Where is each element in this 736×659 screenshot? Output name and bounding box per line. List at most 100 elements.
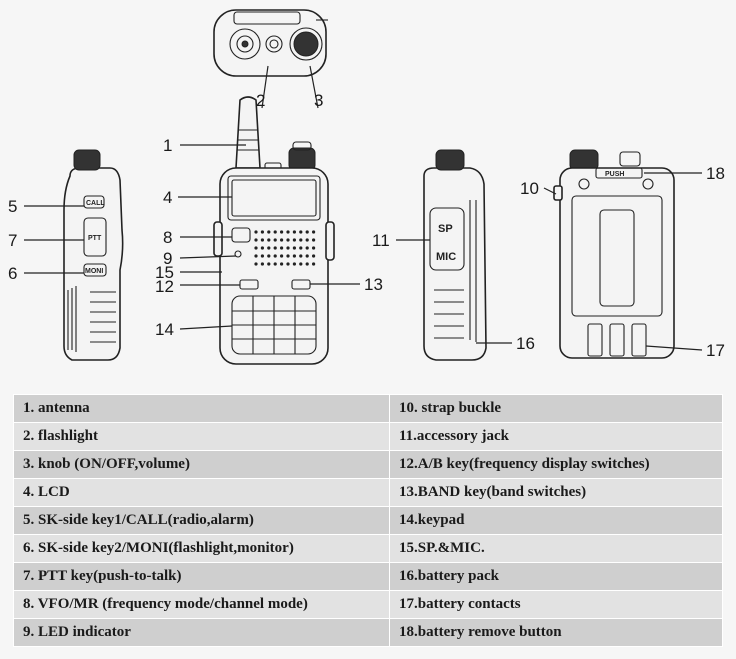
grille-dot [305, 246, 309, 250]
callout-14: 14 [155, 320, 174, 339]
grille-dot [260, 238, 264, 242]
radio-back-view: PUSH [553, 149, 675, 359]
grille-dot [267, 246, 271, 250]
radio-left-side-view: CALL PTT MONI [63, 149, 124, 361]
grille-dot [280, 262, 284, 266]
legend-item: 11.accessory jack [389, 422, 723, 451]
grille-dot [267, 238, 271, 242]
speaker-grille [254, 230, 316, 266]
grille-dot [299, 238, 303, 242]
grille-dot [267, 254, 271, 258]
legend-item: 16.battery pack [389, 562, 723, 591]
callout-2: 2 [256, 91, 265, 110]
callout-16: 16 [516, 334, 535, 353]
grille-dot [305, 230, 309, 234]
grille-dot [312, 238, 316, 242]
moni-key-label: MONI [85, 268, 103, 275]
callout-11: 11 [372, 231, 390, 250]
legend-item: 3. knob (ON/OFF,volume) [13, 450, 390, 479]
grille-dot [292, 230, 296, 234]
mic-jack-label: MIC [436, 251, 456, 263]
grille-dot [312, 246, 316, 250]
grille-dot [299, 246, 303, 250]
grille-dot [273, 254, 277, 258]
grille-dot [286, 238, 290, 242]
legend-item: 18.battery remove button [389, 618, 723, 647]
sp-jack-label: SP [438, 223, 453, 235]
grille-dot [286, 230, 290, 234]
callout-6: 6 [8, 264, 17, 283]
call-key-label: CALL [86, 200, 105, 207]
grille-dot [254, 230, 258, 234]
grille-dot [260, 246, 264, 250]
grille-dot [273, 238, 277, 242]
callout-1: 1 [163, 136, 172, 155]
legend-item: 13.BAND key(band switches) [389, 478, 723, 507]
grille-dot [299, 254, 303, 258]
legend-row: 8. VFO/MR (frequency mode/channel mode)1… [13, 590, 723, 619]
grille-dot [254, 246, 258, 250]
legend-item: 9. LED indicator [13, 618, 390, 647]
grille-dot [305, 238, 309, 242]
callout-12: 12 [155, 277, 174, 296]
grille-dot [292, 246, 296, 250]
grille-dot [280, 254, 284, 258]
legend-item: 17.battery contacts [389, 590, 723, 619]
legend-item: 14.keypad [389, 506, 723, 535]
radio-parts-diagram: CALL PTT MONI SP MIC PUSH [8, 9, 725, 365]
callout-13: 13 [364, 275, 383, 294]
legend-row: 3. knob (ON/OFF,volume)12.A/B key(freque… [13, 450, 723, 479]
grille-dot [286, 262, 290, 266]
grille-dot [273, 246, 277, 250]
legend-row: 6. SK-side key2/MONI(flashlight,monitor)… [13, 534, 723, 563]
grille-dot [254, 254, 258, 258]
grille-dot [267, 230, 271, 234]
radio-right-side-view: SP MIC [423, 149, 487, 361]
callout-numbers: 2 3 1 4 5 7 6 8 9 15 12 13 14 11 16 10 1… [8, 91, 725, 360]
grille-dot [273, 230, 277, 234]
ptt-key-label: PTT [88, 235, 102, 242]
grille-dot [312, 262, 316, 266]
grille-dot [299, 230, 303, 234]
grille-dot [260, 254, 264, 258]
grille-dot [260, 262, 264, 266]
grille-dot [292, 262, 296, 266]
radio-front-view [213, 96, 335, 365]
callout-5: 5 [8, 197, 17, 216]
callout-17: 17 [706, 341, 725, 360]
grille-dot [273, 262, 277, 266]
legend-item: 5. SK-side key1/CALL(radio,alarm) [13, 506, 390, 535]
callout-10: 10 [520, 179, 539, 198]
legend-item: 10. strap buckle [389, 394, 723, 423]
grille-dot [280, 246, 284, 250]
grille-dot [254, 238, 258, 242]
legend-item: 4. LCD [13, 478, 390, 507]
radio-top-view [213, 9, 328, 77]
grille-dot [299, 262, 303, 266]
callout-8: 8 [163, 228, 172, 247]
grille-dot [305, 254, 309, 258]
grille-dot [280, 230, 284, 234]
legend-item: 6. SK-side key2/MONI(flashlight,monitor) [13, 534, 390, 563]
legend-item: 8. VFO/MR (frequency mode/channel mode) [13, 590, 390, 619]
legend-item: 2. flashlight [13, 422, 390, 451]
callout-3: 3 [314, 91, 323, 110]
legend-row: 5. SK-side key1/CALL(radio,alarm)14.keyp… [13, 506, 723, 535]
callout-18: 18 [706, 164, 725, 183]
push-button-label: PUSH [605, 171, 624, 178]
callout-4: 4 [163, 188, 172, 207]
grille-dot [312, 230, 316, 234]
legend-row: 7. PTT key(push-to-talk)16.battery pack [13, 562, 723, 591]
grille-dot [267, 262, 271, 266]
legend-item: 7. PTT key(push-to-talk) [13, 562, 390, 591]
callout-9: 9 [163, 249, 172, 268]
grille-dot [280, 238, 284, 242]
grille-dot [305, 262, 309, 266]
grille-dot [292, 254, 296, 258]
